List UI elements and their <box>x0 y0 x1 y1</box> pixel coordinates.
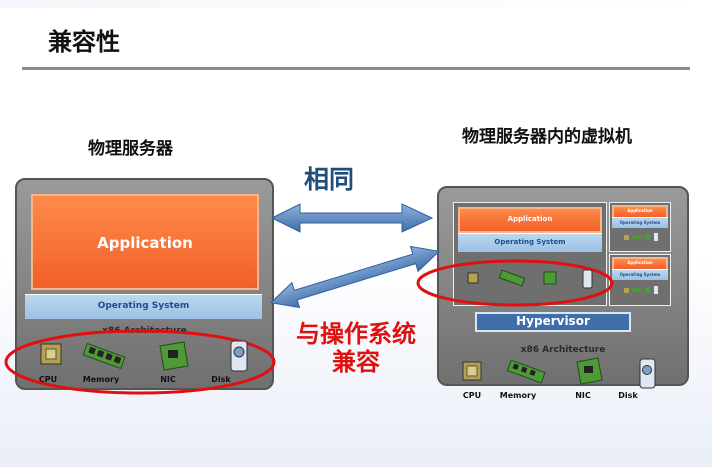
vm-nic-icon <box>543 271 557 285</box>
physical-hardware-highlight <box>4 329 276 395</box>
hypervisor-label: Hypervisor <box>516 314 590 328</box>
title-divider <box>22 67 690 70</box>
vm1-application-label: Application <box>627 208 653 213</box>
ps-nic-icon <box>159 341 189 371</box>
os-compat-label: 与操作系统 兼容 <box>282 320 430 376</box>
ps-cpu-label: CPU <box>38 375 58 384</box>
vm2-application-label: Application <box>627 260 653 265</box>
ps-disk-icon <box>230 340 248 372</box>
vs-architecture-label: x86 Architecture <box>520 345 606 355</box>
vm-os-layer: Operating System <box>458 233 602 252</box>
virtual-machine-main: Application Operating System <box>453 202 607 306</box>
virtual-machine-small-1: Application Operating System <box>609 202 671 252</box>
vm-application-layer: Application <box>458 207 602 233</box>
virtual-server-label: 物理服务器内的虚拟机 <box>462 127 632 147</box>
virtual-server-box: Application Operating System Application… <box>437 186 689 386</box>
vs-disk-icon <box>639 358 656 389</box>
vm1-os-label: Operating System <box>619 220 661 225</box>
ps-memory-icon <box>82 342 126 370</box>
same-label: 相同 <box>304 165 355 194</box>
vm-application-label: Application <box>507 215 553 223</box>
vm-disk-icon <box>582 269 593 289</box>
virtual-machine-small-2: Application Operating System <box>609 254 671 306</box>
vs-nic-icon <box>576 357 603 385</box>
vm-memory-icon <box>498 269 526 287</box>
small-vm-hardware-icons <box>624 233 658 294</box>
os-label: Operating System <box>97 301 190 311</box>
virtual-hardware-highlight <box>416 259 614 307</box>
vm2-os-layer: Operating System <box>612 269 668 280</box>
vm2-os-label: Operating System <box>619 272 661 277</box>
application-layer: Application <box>31 194 259 290</box>
vs-memory-icon <box>506 359 546 384</box>
os-compat-line2: 兼容 <box>332 348 380 376</box>
os-layer: Operating System <box>25 294 262 319</box>
physical-server-label: 物理服务器 <box>88 139 173 159</box>
ps-disk-label: Disk <box>211 375 231 384</box>
compat-double-arrow <box>269 245 441 309</box>
slide-title: 兼容性 <box>48 28 120 56</box>
top-bar <box>0 0 712 8</box>
ps-cpu-icon <box>40 343 62 365</box>
vm-cpu-icon <box>467 272 479 284</box>
same-double-arrow <box>270 203 434 233</box>
hypervisor-layer: Hypervisor <box>475 312 631 332</box>
vm-os-label: Operating System <box>494 238 566 246</box>
vs-nic-label: NIC <box>575 391 591 400</box>
ps-nic-label: NIC <box>160 375 176 384</box>
vs-cpu-label: CPU <box>462 391 482 400</box>
vs-memory-label: Memory <box>499 391 537 400</box>
ps-memory-label: Memory <box>82 375 120 384</box>
vm1-os-layer: Operating System <box>612 217 668 228</box>
os-compat-line1: 与操作系统 <box>296 320 416 348</box>
application-label: Application <box>97 234 193 252</box>
vs-disk-label: Disk <box>618 391 638 400</box>
vs-cpu-icon <box>462 361 482 381</box>
